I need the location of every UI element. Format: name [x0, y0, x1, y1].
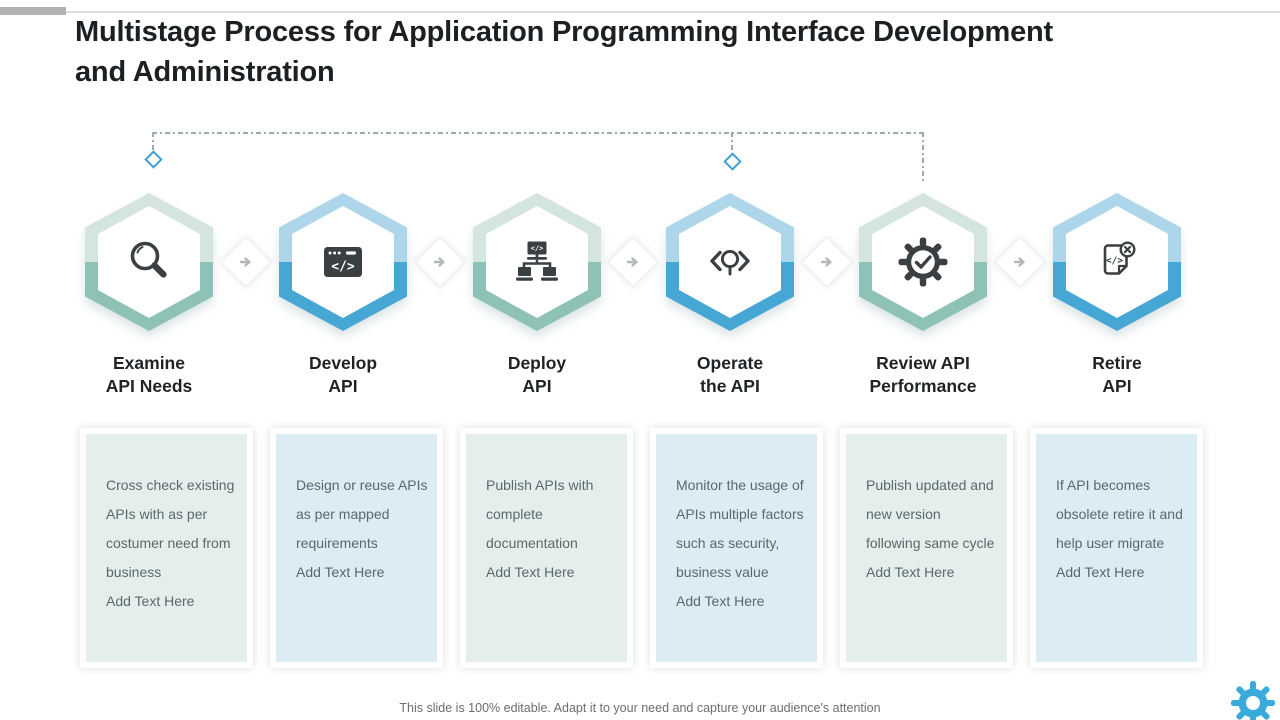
stage-label-review-api-performance: Review API Performance	[828, 352, 1018, 398]
code-window-icon: </>	[324, 247, 362, 277]
stage-label-line: the API	[700, 376, 760, 396]
description-box-examine: Cross check existing APIs with as per co…	[80, 428, 253, 668]
gear-check-icon	[898, 237, 948, 287]
stage-label-line: Deploy	[507, 353, 567, 373]
arrow-right-icon	[239, 257, 251, 267]
description-box-develop: Design or reuse APIs as per mapped requi…	[270, 428, 443, 668]
connector-line-drop-2	[731, 132, 733, 152]
description-text: Cross check existing APIs with as per co…	[106, 477, 235, 580]
add-text-placeholder[interactable]: Add Text Here	[1056, 564, 1145, 580]
connector-line-drop-3	[922, 132, 924, 184]
add-text-placeholder[interactable]: Add Text Here	[486, 564, 575, 580]
stage-label-line: API	[522, 376, 552, 396]
stage-label-line: Examine	[113, 353, 185, 373]
description-text: Monitor the usage of APIs multiple facto…	[676, 477, 804, 580]
code-search-icon	[710, 249, 750, 276]
stage-label-line: API Needs	[105, 376, 193, 396]
hexagon-review-api-performance	[859, 193, 987, 331]
page-title: Multistage Process for Application Progr…	[75, 12, 1225, 92]
stage-label-deploy-api: Deploy API	[442, 352, 632, 398]
stage-label-operate-the-api: Operate the API	[635, 352, 825, 398]
retire-document-icon: </>	[1103, 241, 1136, 275]
description-box-retire: If API becomes obsolete retire it and he…	[1030, 428, 1203, 668]
flow-connector	[414, 236, 466, 288]
description-text: Design or reuse APIs as per mapped requi…	[296, 477, 428, 551]
title-line-2: and Administration	[75, 56, 335, 88]
svg-text:</>: </>	[531, 245, 544, 253]
title-line-1: Multistage Process for Application Progr…	[75, 16, 1053, 48]
flow-connector	[220, 236, 272, 288]
stage-label-examine-api-needs: Examine API Needs	[54, 352, 244, 398]
description-text: If API becomes obsolete retire it and he…	[1056, 477, 1183, 551]
footer-note: This slide is 100% editable. Adapt it to…	[399, 701, 881, 715]
stage-label-line: Review API	[876, 353, 970, 373]
top-accent-bar	[0, 7, 66, 15]
arrow-right-icon	[820, 257, 832, 267]
svg-text:</>: </>	[1106, 256, 1123, 267]
connector-line-horizontal	[152, 132, 924, 134]
top-divider-line	[66, 11, 1280, 13]
stage-label-line: API	[328, 376, 358, 396]
hexagon-retire-api: </>	[1053, 193, 1181, 331]
stage-label-line: Operate	[696, 353, 764, 373]
stage-label-line: Performance	[869, 376, 977, 396]
diamond-marker-icon	[723, 152, 742, 171]
hexagon-operate-the-api	[666, 193, 794, 331]
connector-line-drop-1	[152, 132, 154, 150]
description-text: Publish updated and new version followin…	[866, 477, 995, 551]
arrow-right-icon	[626, 257, 638, 267]
flow-connector	[801, 236, 853, 288]
add-text-placeholder[interactable]: Add Text Here	[866, 564, 955, 580]
deployment-network-icon: </>	[516, 241, 558, 281]
add-text-placeholder[interactable]: Add Text Here	[676, 593, 765, 609]
flow-connector	[607, 236, 659, 288]
description-box-review: Publish updated and new version followin…	[840, 428, 1013, 668]
stage-label-retire-api: Retire API	[1022, 352, 1212, 398]
add-text-placeholder[interactable]: Add Text Here	[106, 593, 195, 609]
stage-label-develop-api: Develop API	[248, 352, 438, 398]
arrow-right-icon	[1013, 257, 1025, 267]
flow-connector	[994, 236, 1046, 288]
search-icon	[130, 241, 167, 278]
stage-label-line: Develop	[308, 353, 378, 373]
arrow-right-icon	[433, 257, 445, 267]
hexagon-deploy-api: </>	[473, 193, 601, 331]
description-box-operate: Monitor the usage of APIs multiple facto…	[650, 428, 823, 668]
description-box-deploy: Publish APIs with complete documentation…	[460, 428, 633, 668]
hexagon-examine-api-needs	[85, 193, 213, 331]
brand-gear-icon	[1231, 681, 1275, 720]
description-text: Publish APIs with complete documentation	[486, 477, 594, 551]
stage-label-line: API	[1102, 376, 1132, 396]
svg-text:</>: </>	[331, 260, 355, 275]
add-text-placeholder[interactable]: Add Text Here	[296, 564, 385, 580]
diamond-marker-icon	[144, 150, 163, 169]
hexagon-develop-api: </>	[279, 193, 407, 331]
stage-label-line: Retire	[1092, 353, 1142, 373]
